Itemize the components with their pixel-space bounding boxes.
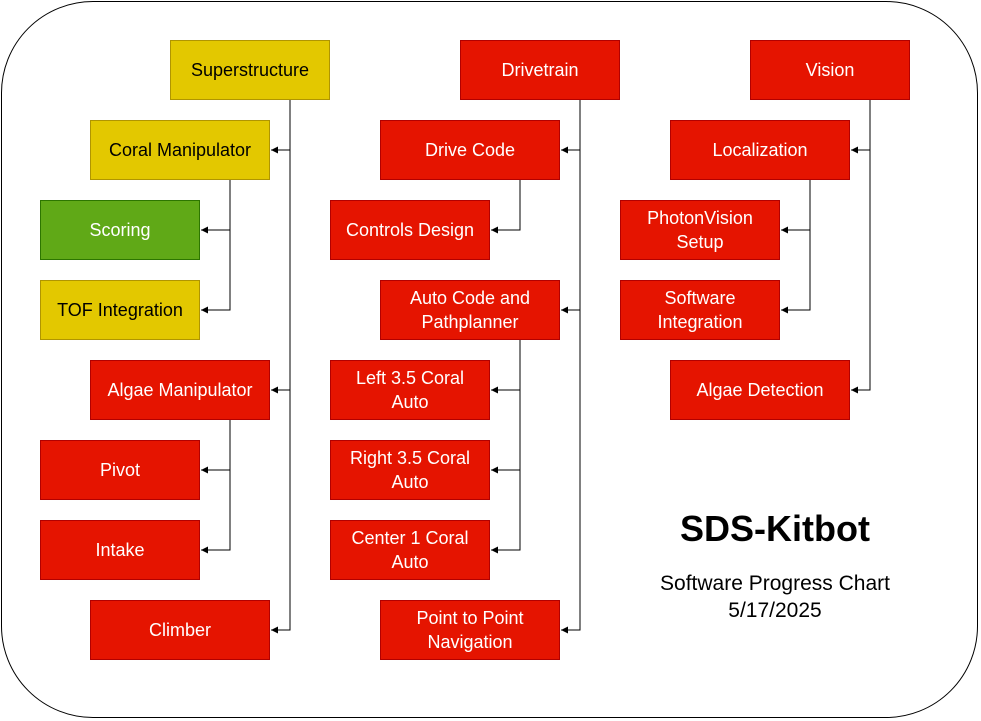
connector-drivetrain-to-drive_code (561, 100, 581, 154)
node-climber: Climber (90, 600, 270, 660)
connector-algae_manipulator-to-pivot (201, 420, 231, 474)
node-algae-manipulator: Algae Manipulator (90, 360, 270, 420)
connector-drivetrain-to-auto_code (561, 100, 581, 314)
connector-coral_manipulator-to-tof_integration (201, 180, 231, 314)
node-auto-code-pathplanner: Auto Code and Pathplanner (380, 280, 560, 340)
connector-superstructure-to-algae_manipulator (271, 100, 291, 394)
connector-localization-to-photonvision_setup (781, 180, 811, 234)
node-scoring: Scoring (40, 200, 200, 260)
node-superstructure: Superstructure (170, 40, 330, 100)
node-vision: Vision (750, 40, 910, 100)
node-tof-integration: TOF Integration (40, 280, 200, 340)
connector-drive_code-to-controls_design (491, 180, 521, 234)
connector-drivetrain-to-p2p_navigation (561, 100, 581, 634)
chart-subtitle: Software Progress Chart (660, 572, 890, 595)
connector-superstructure-to-coral_manipulator (271, 100, 291, 154)
node-algae-detection: Algae Detection (670, 360, 850, 420)
node-photonvision-setup: PhotonVision Setup (620, 200, 780, 260)
node-coral-manipulator: Coral Manipulator (90, 120, 270, 180)
node-controls-design: Controls Design (330, 200, 490, 260)
connector-superstructure-to-climber (271, 100, 291, 634)
node-pivot: Pivot (40, 440, 200, 500)
chart-title: SDS-Kitbot (680, 508, 870, 549)
node-right-coral-auto: Right 3.5 Coral Auto (330, 440, 490, 500)
connector-algae_manipulator-to-intake (201, 420, 231, 554)
node-drivetrain: Drivetrain (460, 40, 620, 100)
node-left-coral-auto: Left 3.5 Coral Auto (330, 360, 490, 420)
connector-vision-to-algae_detection (851, 100, 871, 394)
node-localization: Localization (670, 120, 850, 180)
connector-auto_code-to-center_auto (491, 340, 521, 554)
node-point-to-point-navigation: Point to Point Navigation (380, 600, 560, 660)
connector-vision-to-localization (851, 100, 871, 154)
connector-auto_code-to-right_auto (491, 340, 521, 474)
connector-auto_code-to-left_auto (491, 340, 521, 394)
chart-date: 5/17/2025 (728, 599, 822, 622)
node-drive-code: Drive Code (380, 120, 560, 180)
node-center-coral-auto: Center 1 Coral Auto (330, 520, 490, 580)
node-intake: Intake (40, 520, 200, 580)
connector-coral_manipulator-to-scoring (201, 180, 231, 234)
node-software-integration: Software Integration (620, 280, 780, 340)
connector-localization-to-software_integration (781, 180, 811, 314)
